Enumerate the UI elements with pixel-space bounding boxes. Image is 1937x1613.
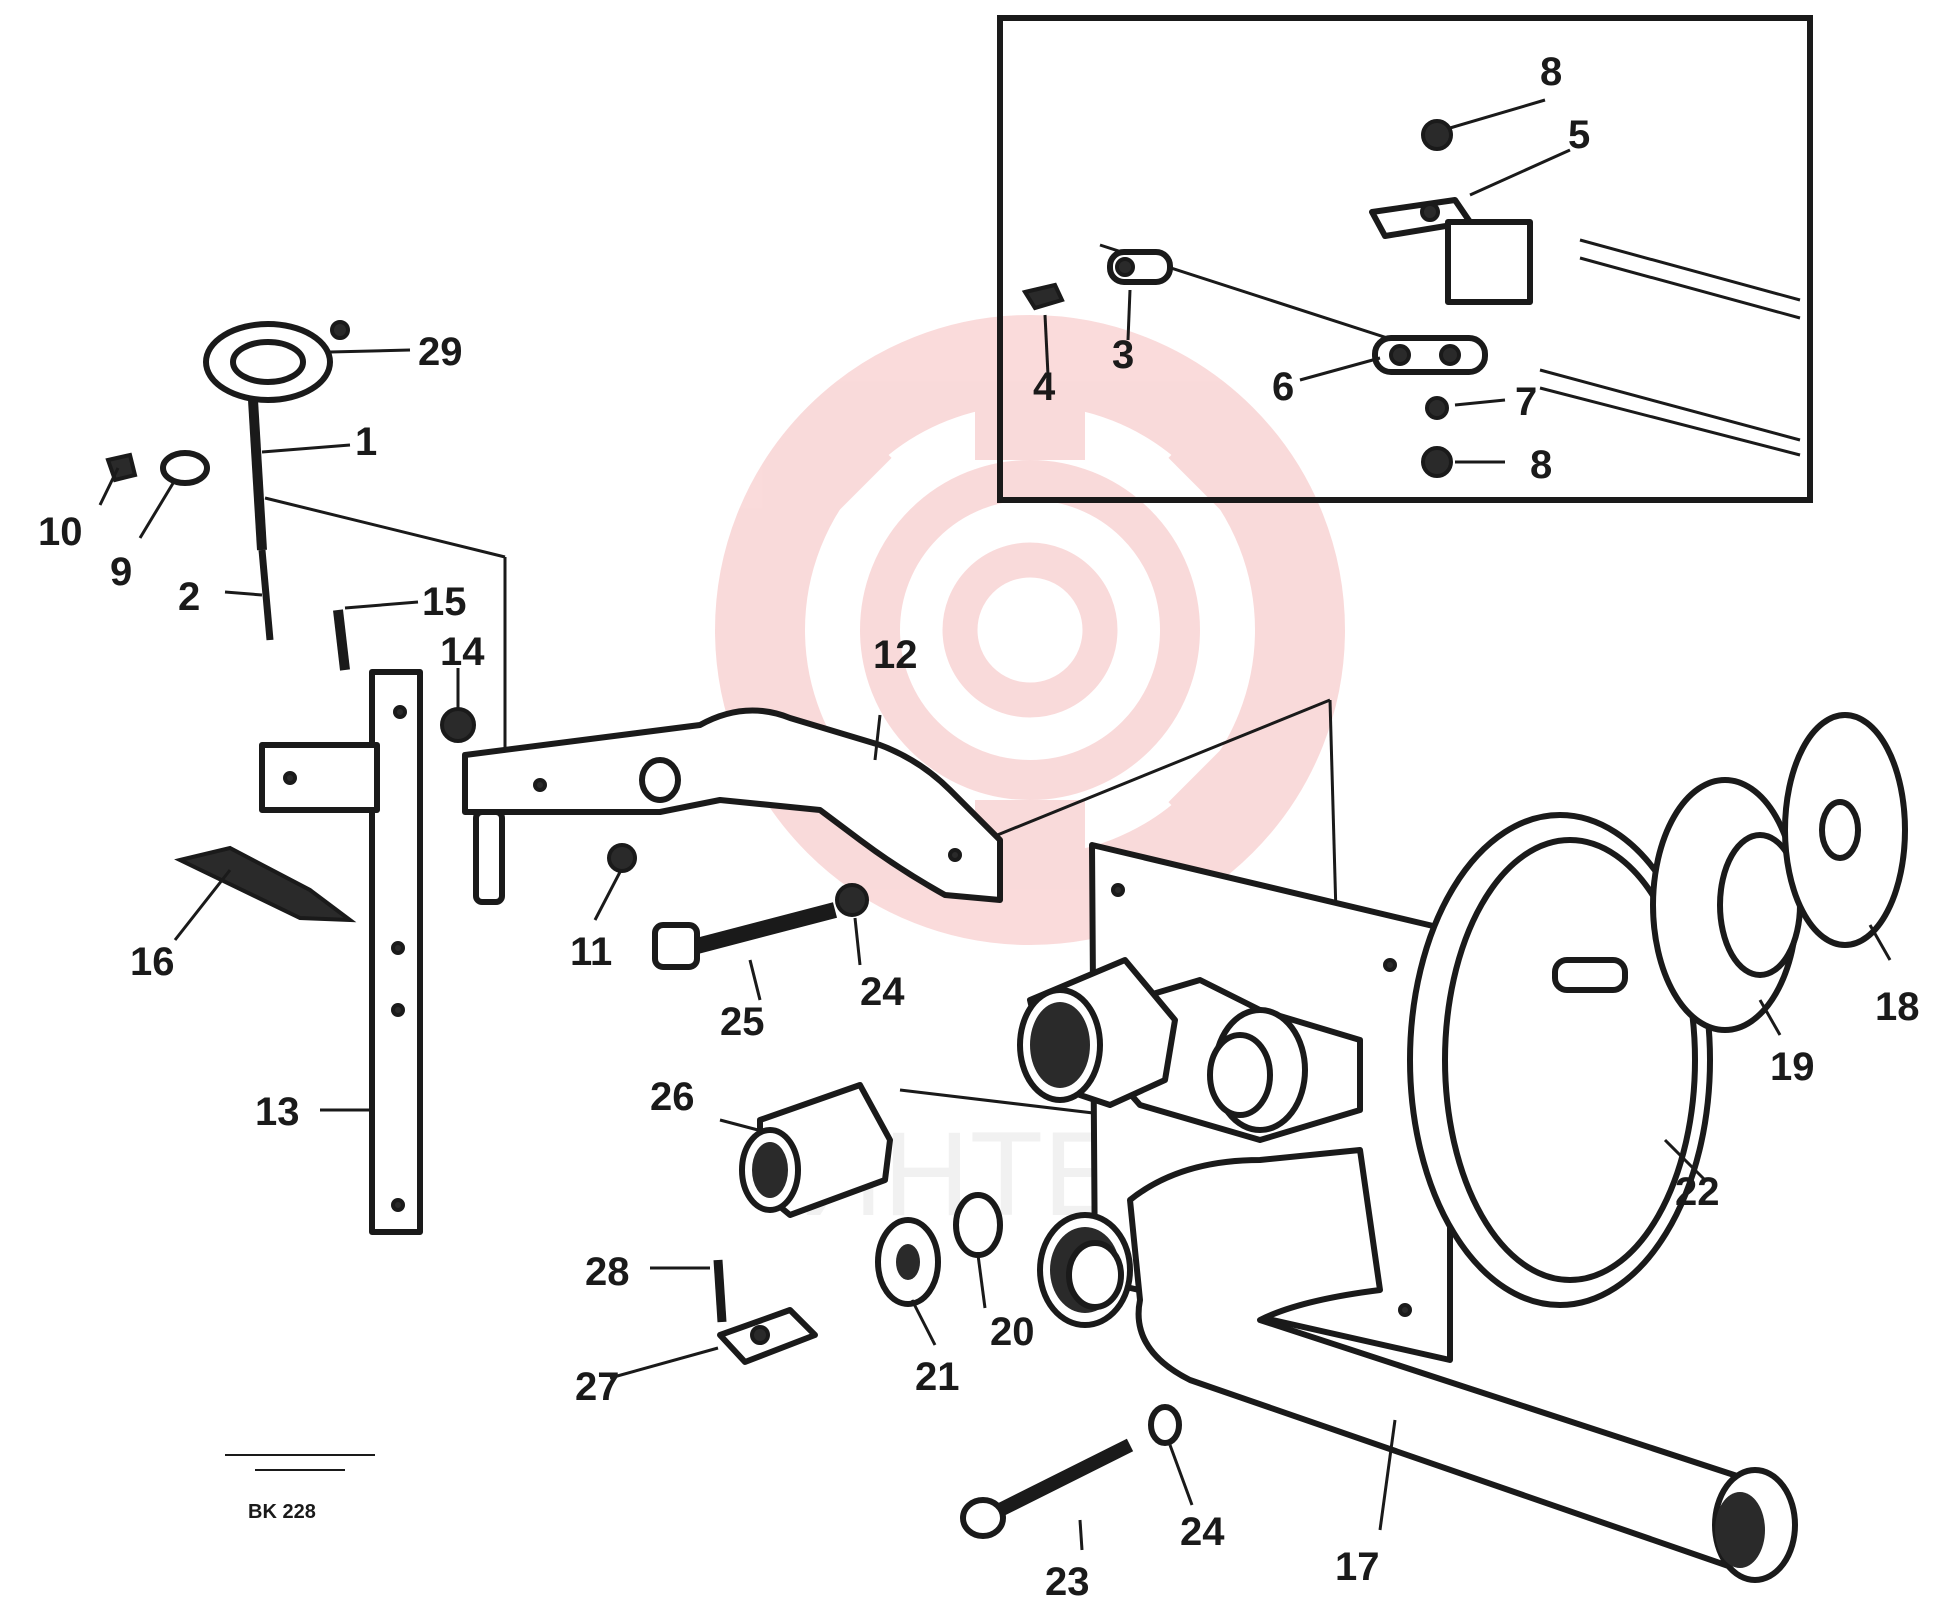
label-6: 6 <box>1272 365 1294 409</box>
washer-part-24-lower <box>1148 1404 1182 1446</box>
bracket-part-13 <box>259 669 423 1235</box>
label-7: 7 <box>1515 380 1537 424</box>
label-15: 15 <box>422 580 467 624</box>
label-18: 18 <box>1875 985 1920 1029</box>
label-11: 11 <box>570 930 612 974</box>
bolt-part-10 <box>105 452 138 483</box>
bracket-part-5 <box>1369 197 1533 305</box>
hub-part-19 <box>1650 777 1803 1033</box>
pin-part-4 <box>1021 282 1065 311</box>
ring-part-20 <box>953 1192 1003 1258</box>
nut-part-21 <box>875 1217 941 1307</box>
bushing-lower <box>1037 1212 1133 1328</box>
label-8-bottom: 8 <box>1530 443 1552 487</box>
clevis-part-3 <box>1107 249 1173 285</box>
label-19: 19 <box>1770 1045 1815 1089</box>
washer-part-7 <box>1425 396 1449 420</box>
label-22: 22 <box>1675 1170 1720 1214</box>
label-23: 23 <box>1045 1560 1090 1604</box>
label-12: 12 <box>873 633 918 677</box>
label-1: 1 <box>355 420 377 464</box>
pin-part-15 <box>333 609 350 671</box>
inset-detail-box <box>997 15 1813 503</box>
label-5: 5 <box>1568 113 1590 157</box>
label-14: 14 <box>440 630 485 674</box>
label-21: 21 <box>915 1355 960 1399</box>
label-8-top: 8 <box>1540 50 1562 94</box>
nut-part-14 <box>440 707 476 743</box>
block-part-27 <box>717 1307 818 1365</box>
label-27: 27 <box>575 1365 620 1409</box>
label-4: 4 <box>1033 365 1056 409</box>
label-16: 16 <box>130 940 175 984</box>
label-13: 13 <box>255 1090 300 1134</box>
bolt-part-25 <box>652 902 838 970</box>
leader-lines <box>98 98 1892 1551</box>
washer-part-24-upper <box>835 883 869 917</box>
clamp-ring-part-29 <box>203 320 350 403</box>
label-2: 2 <box>178 575 200 619</box>
label-10: 10 <box>38 510 83 554</box>
caption-code: BK 228 <box>248 1501 316 1523</box>
nut-part-8-bottom <box>1421 446 1453 478</box>
wheel-part-22 <box>1407 812 1713 1308</box>
label-26: 26 <box>650 1075 695 1119</box>
label-20: 20 <box>990 1310 1035 1354</box>
tube-arm-part-17 <box>1127 1147 1798 1583</box>
label-17: 17 <box>1335 1545 1380 1589</box>
pin-part-28 <box>713 1259 727 1323</box>
bushing-upper <box>1017 957 1178 1108</box>
bolt-part-23 <box>960 1438 1134 1539</box>
lever-part-12 <box>462 707 1003 905</box>
label-25: 25 <box>720 1000 765 1044</box>
label-24-upper: 24 <box>860 970 905 1014</box>
nut-part-8-top <box>1421 119 1453 151</box>
label-28: 28 <box>585 1250 630 1294</box>
clevis-part-6 <box>1372 335 1488 375</box>
disc-part-18 <box>1782 712 1908 948</box>
fitting-part-26 <box>739 1082 893 1218</box>
label-9: 9 <box>110 550 132 594</box>
spring-part-16 <box>174 845 357 923</box>
part-labels: 29 1 10 9 2 15 14 12 11 16 24 25 13 26 2… <box>38 50 1920 1604</box>
nut-part-11 <box>607 843 637 873</box>
rod-part-1 <box>248 399 274 641</box>
gear-icon <box>715 315 1345 945</box>
label-24-lower: 24 <box>1180 1510 1225 1554</box>
label-29: 29 <box>418 330 463 374</box>
drawing-caption: BK 228 <box>225 1454 375 1523</box>
washer-part-9 <box>160 450 210 486</box>
label-3: 3 <box>1112 333 1134 377</box>
